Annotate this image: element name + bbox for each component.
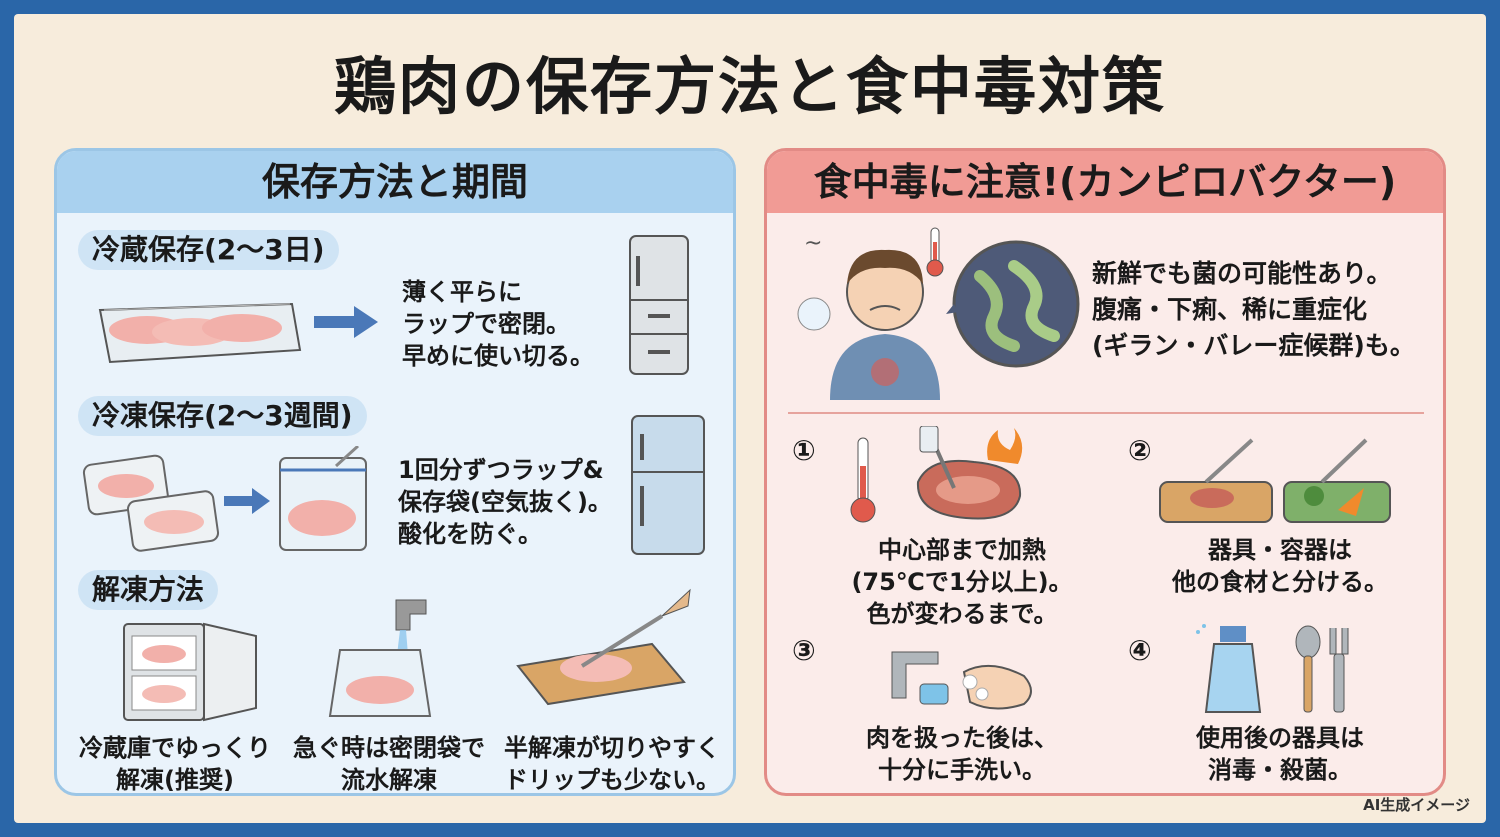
thaw-item-water: 急ぐ時は密閉袋で 流水解凍 bbox=[284, 732, 494, 796]
thaw-fridge-line-1: 冷蔵庫でゆっくり bbox=[79, 734, 271, 762]
refrigerator-icon bbox=[629, 235, 689, 375]
tip-4-line-1: 使用後の器具は bbox=[1196, 724, 1364, 752]
storage-panel-heading: 保存方法と期間 bbox=[57, 151, 733, 213]
freezer-line-1: 1回分ずつラップ& bbox=[398, 456, 604, 484]
thaw-half-line-1: 半解凍が切りやすく bbox=[504, 734, 720, 762]
open-fridge-icon bbox=[123, 622, 257, 722]
tip-1-text: 中心部まで加熱 (75℃で1分以上)。 色が変わるまで。 bbox=[842, 534, 1082, 630]
thaw-half-line-2: ドリップも少ない。 bbox=[504, 766, 720, 794]
chicken-tray-icon bbox=[98, 302, 302, 364]
thaw-item-half: 半解凍が切りやすく ドリップも少ない。 bbox=[496, 732, 728, 796]
tip-3-text: 肉を扱った後は、 十分に手洗い。 bbox=[842, 722, 1082, 786]
handwashing-icon bbox=[891, 651, 1032, 710]
tip-3-line-2: 十分に手洗い。 bbox=[878, 756, 1046, 784]
thermometer-icon bbox=[850, 437, 876, 523]
arrow-right-icon bbox=[224, 488, 270, 514]
water-tap-icon bbox=[328, 599, 432, 717]
tip-4-number: ④ bbox=[1128, 634, 1152, 667]
tip-3-line-1: 肉を扱った後は、 bbox=[866, 724, 1058, 752]
cutting-boards-icon bbox=[1159, 438, 1391, 523]
svg-text:~: ~ bbox=[804, 231, 822, 256]
tip-4-line-2: 消毒・殺菌。 bbox=[1208, 756, 1352, 784]
freezer-bag-icon bbox=[279, 446, 367, 551]
tip-1-line-1: 中心部まで加熱 bbox=[878, 536, 1046, 564]
ai-generated-note: AI生成イメージ bbox=[1363, 796, 1470, 814]
tip-2-line-1: 器具・容器は bbox=[1208, 536, 1352, 564]
freezer-desc: 1回分ずつラップ& 保存袋(空気抜く)。 酸化を防ぐ。 bbox=[398, 454, 612, 550]
tip-4-text: 使用後の器具は 消毒・殺菌。 bbox=[1160, 722, 1400, 786]
thaw-water-line-1: 急ぐ時は密閉袋で bbox=[293, 734, 485, 762]
thaw-fridge-line-2: 解凍(推奨) bbox=[116, 766, 234, 794]
fridge-label: 冷蔵保存(2〜3日) bbox=[78, 230, 339, 270]
warning-text: 新鮮でも菌の可能性あり。 腹痛・下痢、稀に重症化 (ギラン・バレー症候群)も。 bbox=[1092, 256, 1415, 364]
thaw-label: 解凍方法 bbox=[78, 570, 219, 610]
tip-1-line-3: 色が変わるまで。 bbox=[866, 600, 1058, 628]
warning-line-3: (ギラン・バレー症候群)も。 bbox=[1092, 331, 1415, 360]
tip-3-number: ③ bbox=[792, 634, 816, 667]
fridge-line-1: 薄く平らに bbox=[402, 278, 522, 306]
freezer-icon bbox=[631, 415, 705, 555]
freezer-line-2: 保存袋(空気抜く)。 bbox=[398, 488, 612, 516]
fridge-line-2: ラップで密閉。 bbox=[402, 310, 570, 338]
freezer-line-3: 酸化を防ぐ。 bbox=[398, 520, 542, 548]
fridge-line-3: 早めに使い切る。 bbox=[402, 342, 594, 370]
thermometer-icon bbox=[926, 227, 944, 277]
wrapped-chicken-icon bbox=[82, 454, 220, 552]
tip-2-number: ② bbox=[1128, 434, 1152, 467]
food-poisoning-heading: 食中毒に注意!(カンピロバクター) bbox=[767, 151, 1443, 213]
sick-person-icon: ~ bbox=[797, 231, 940, 400]
fridge-desc: 薄く平らに ラップで密閉。 早めに使い切る。 bbox=[402, 276, 594, 372]
freezer-label: 冷凍保存(2〜3週間) bbox=[78, 396, 367, 436]
thaw-item-fridge: 冷蔵庫でゆっくり 解凍(推奨) bbox=[70, 732, 280, 796]
tip-2-text: 器具・容器は 他の食材と分ける。 bbox=[1160, 534, 1400, 598]
arrow-right-icon bbox=[314, 306, 378, 338]
grilled-meat-icon bbox=[916, 426, 1023, 520]
thaw-water-line-2: 流水解凍 bbox=[341, 766, 437, 794]
warning-line-2: 腹痛・下痢、稀に重症化 bbox=[1092, 295, 1368, 324]
tip-2-line-2: 他の食材と分ける。 bbox=[1172, 568, 1388, 596]
cutting-knife-icon bbox=[516, 588, 691, 706]
bacteria-icon bbox=[946, 240, 1080, 368]
page-title: 鶏肉の保存方法と食中毒対策 bbox=[333, 50, 1166, 123]
spray-bottle-utensils-icon bbox=[1196, 624, 1349, 713]
section-divider bbox=[788, 412, 1424, 414]
warning-line-1: 新鮮でも菌の可能性あり。 bbox=[1092, 259, 1392, 288]
tip-1-line-2: (75℃で1分以上)。 bbox=[851, 568, 1073, 596]
tip-1-number: ① bbox=[792, 434, 816, 467]
